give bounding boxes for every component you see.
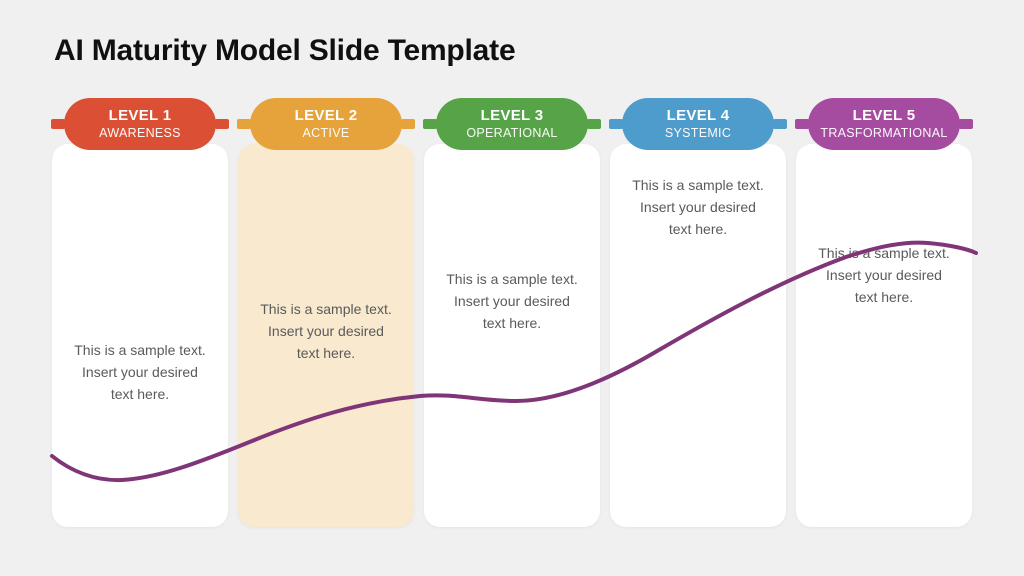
- sample-text-line: text here.: [854, 289, 914, 305]
- sample-text-line: Insert your desired: [268, 323, 384, 339]
- level-5-pill: LEVEL 5 TRASFORMATIONAL: [795, 98, 973, 150]
- level-3-pill: LEVEL 3 OPERATIONAL: [423, 98, 601, 150]
- sample-text-line: text here.: [110, 386, 170, 402]
- sample-text-line: This is a sample text.: [260, 301, 392, 317]
- sample-text-line: This is a sample text.: [818, 245, 950, 261]
- level-3-column: LEVEL 3 OPERATIONAL This is a sample tex…: [423, 98, 601, 528]
- level-2-column: LEVEL 2 ACTIVE This is a sample text. In…: [237, 98, 415, 528]
- pill-connector-right: [959, 119, 973, 129]
- level-1-card: [52, 144, 228, 527]
- level-2-name: ACTIVE: [302, 125, 350, 140]
- pill-connector-left: [51, 119, 65, 129]
- pill-connector-right: [215, 119, 229, 129]
- level-5-card: [796, 144, 972, 527]
- level-3-card: [424, 144, 600, 527]
- level-3-name: OPERATIONAL: [466, 125, 558, 140]
- level-5-name: TRASFORMATIONAL: [820, 125, 948, 140]
- pill-connector-right: [401, 119, 415, 129]
- level-5-sample-text: This is a sample text. Insert your desir…: [804, 242, 964, 308]
- level-4-sample-text: This is a sample text. Insert your desir…: [618, 174, 778, 240]
- sample-text-line: Insert your desired: [826, 267, 942, 283]
- level-3-label: LEVEL 3: [480, 106, 544, 124]
- level-2-sample-text: This is a sample text. Insert your desir…: [246, 298, 406, 364]
- sample-text-line: Insert your desired: [454, 293, 570, 309]
- sample-text-line: text here.: [296, 345, 356, 361]
- level-5-column: LEVEL 5 TRASFORMATIONAL This is a sample…: [795, 98, 973, 528]
- sample-text-line: text here.: [668, 221, 728, 237]
- pill-connector-left: [423, 119, 437, 129]
- pill-connector-left: [609, 119, 623, 129]
- level-3-sample-text: This is a sample text. Insert your desir…: [432, 268, 592, 334]
- level-2-label: LEVEL 2: [294, 106, 358, 124]
- level-1-label: LEVEL 1: [108, 106, 172, 124]
- sample-text-line: This is a sample text.: [632, 177, 764, 193]
- level-4-name: SYSTEMIC: [664, 125, 732, 140]
- pill-connector-right: [587, 119, 601, 129]
- level-1-name: AWARENESS: [99, 125, 181, 140]
- level-4-label: LEVEL 4: [666, 106, 730, 124]
- pill-connector-left: [237, 119, 251, 129]
- level-1-column: LEVEL 1 AWARENESS This is a sample text.…: [51, 98, 229, 528]
- sample-text-line: This is a sample text.: [446, 271, 578, 287]
- level-5-label: LEVEL 5: [852, 106, 916, 124]
- level-1-sample-text: This is a sample text. Insert your desir…: [60, 339, 220, 405]
- level-2-pill: LEVEL 2 ACTIVE: [237, 98, 415, 150]
- level-4-pill: LEVEL 4 SYSTEMIC: [609, 98, 787, 150]
- slide-title: AI Maturity Model Slide Template: [54, 34, 516, 67]
- sample-text-line: Insert your desired: [640, 199, 756, 215]
- pill-connector-left: [795, 119, 809, 129]
- level-4-column: LEVEL 4 SYSTEMIC This is a sample text. …: [609, 98, 787, 528]
- sample-text-line: text here.: [482, 315, 542, 331]
- sample-text-line: This is a sample text.: [74, 342, 206, 358]
- pill-connector-right: [773, 119, 787, 129]
- level-1-pill: LEVEL 1 AWARENESS: [51, 98, 229, 150]
- sample-text-line: Insert your desired: [82, 364, 198, 380]
